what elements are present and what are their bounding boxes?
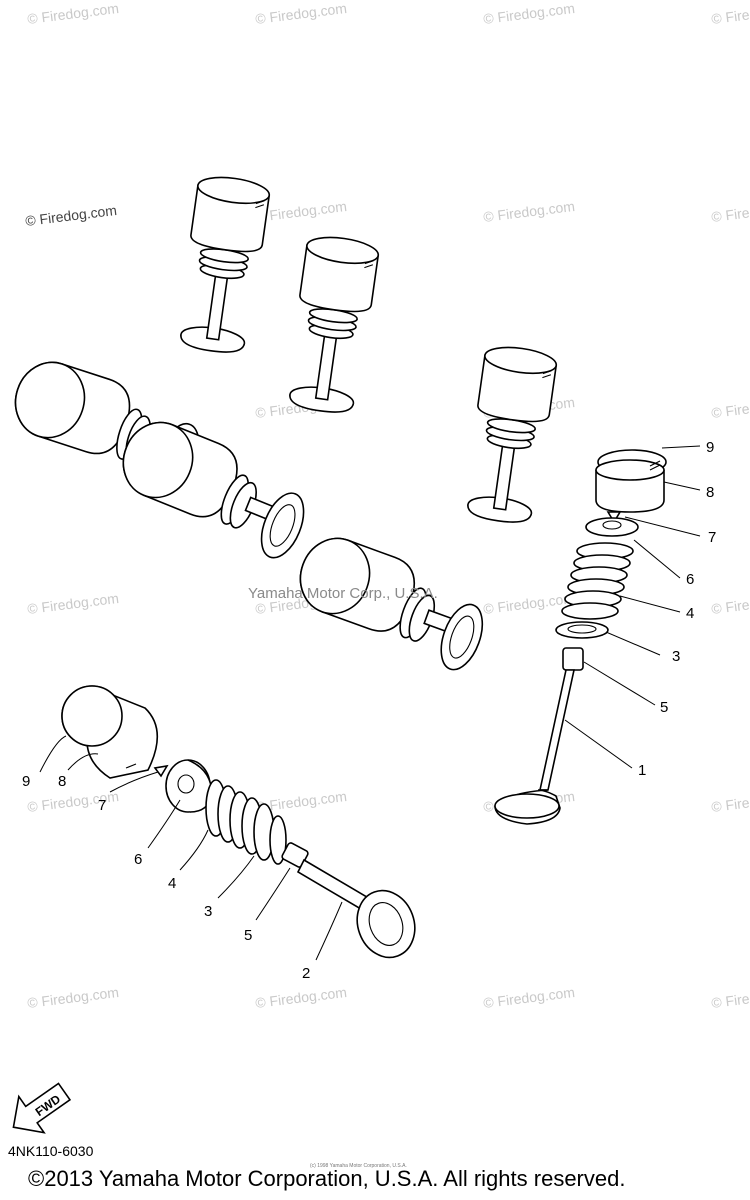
watermark-text: © Firedog.com [24, 202, 117, 229]
valve-set-right-middle [461, 342, 559, 527]
watermark-text: © Firedog.com [482, 0, 575, 27]
callouts-right: 9 8 7 6 4 3 5 1 [638, 439, 716, 779]
watermark-text: © Firedog.com [26, 0, 119, 27]
watermark-text: © Firedog.com [254, 984, 347, 1011]
callout-8: 8 [706, 484, 714, 501]
valve-set-left-middle [107, 411, 320, 565]
watermark-text: © Firedog.com [710, 788, 750, 815]
valve-spring-seat [269, 815, 287, 865]
exploded-assembly-left [61, 685, 416, 959]
copyright-notice: ©2013 Yamaha Motor Corporation, U.S.A. A… [28, 1166, 626, 1191]
watermark-text: © Firedog.com [710, 590, 750, 617]
callout-4: 4 [686, 605, 694, 622]
watermark-text: © Firedog.com [26, 590, 119, 617]
callout-2: 2 [302, 965, 310, 982]
valve-set-top-left [174, 172, 272, 357]
valve-cotter [606, 511, 622, 524]
valve-set-top-center [283, 232, 381, 417]
leader-lines-left [39, 735, 343, 961]
watermark-text: © Firedog.com [482, 984, 575, 1011]
valve-spring [561, 542, 634, 620]
watermark-text: © Firedog.com [254, 0, 347, 27]
exhaust-valve [539, 669, 575, 791]
exploded-assembly-right [494, 449, 667, 825]
callout-7: 7 [98, 797, 106, 814]
callout-9: 9 [706, 439, 714, 456]
callout-4: 4 [168, 875, 176, 892]
watermark-text: © Firedog.com [710, 198, 750, 225]
valve-retainer [585, 517, 639, 537]
watermark-text: © Firedog.com [482, 198, 575, 225]
callout-7: 7 [708, 529, 716, 546]
callout-3: 3 [672, 648, 680, 665]
valve-lifter [595, 470, 665, 513]
callout-9: 9 [22, 773, 30, 790]
valve-stem-seal [562, 647, 584, 671]
watermark-text: © Firedog.com [482, 590, 575, 617]
watermark-text: © Firedog.com [710, 394, 750, 421]
watermark-text: © Firedog.com [710, 984, 750, 1011]
callout-5: 5 [660, 699, 668, 716]
watermark-text: © Firedog.com [26, 984, 119, 1011]
callout-3: 3 [204, 903, 212, 920]
valve-spring-seat [555, 621, 609, 639]
forward-arrow-icon: FWD [12, 1082, 72, 1134]
center-credit: Yamaha Motor Corp., U.S.A. [248, 585, 438, 602]
valve-head [356, 889, 416, 959]
callout-5: 5 [244, 927, 252, 944]
leader-lines-right [564, 445, 701, 769]
tiny-copyright-note: (c) 1998 Yamaha Motor Corporation, U.S.A… [310, 1163, 407, 1169]
callouts-left: 9 8 7 6 4 3 5 2 [22, 773, 310, 982]
callout-1: 1 [638, 762, 646, 779]
watermark-text: © Firedog.com [710, 0, 750, 27]
part-code: 4NK110-6030 [8, 1143, 94, 1159]
callout-6: 6 [686, 571, 694, 588]
callout-6: 6 [134, 851, 142, 868]
valve-spring [205, 779, 275, 861]
callout-8: 8 [58, 773, 66, 790]
valve-cotter [153, 764, 169, 778]
